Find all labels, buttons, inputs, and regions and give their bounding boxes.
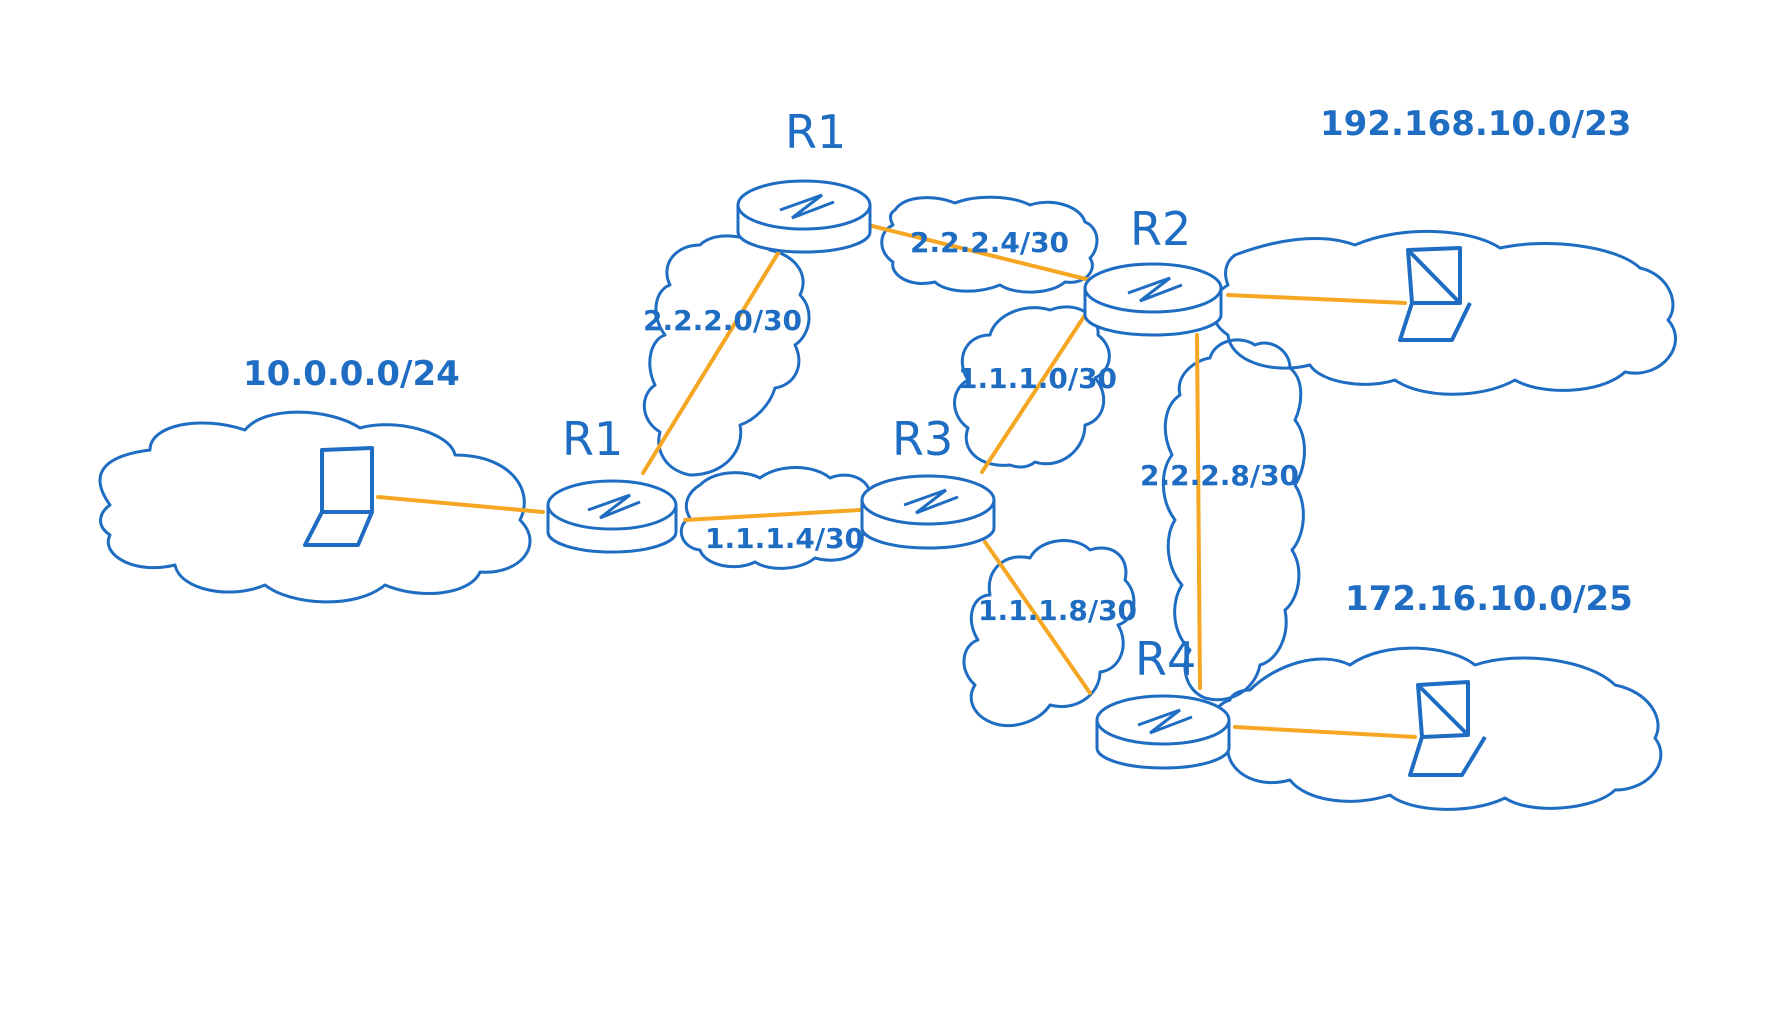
router-icon: [587, 493, 641, 520]
cloud-link-2.2.2.8: [1161, 338, 1306, 702]
router-icon: [1137, 708, 1193, 735]
router-label-r4: R4: [1135, 632, 1196, 686]
router-label-r3: R3: [892, 412, 953, 466]
link-r2-laptop-top: [1226, 293, 1407, 305]
link-r1top-r2: [866, 223, 1092, 282]
laptop-icon-top-right[interactable]: [1398, 246, 1472, 342]
router-r2[interactable]: [1083, 262, 1223, 337]
router-icon: [1127, 276, 1183, 303]
cloud-link-1.1.1.0: [953, 305, 1111, 469]
router-label-r2: R2: [1130, 202, 1191, 256]
link-r1-r1top: [641, 248, 782, 475]
link-r2-r4: [1195, 333, 1202, 690]
link-label-1.1.1.4: 1.1.1.4/30: [705, 522, 864, 555]
cloud-link-1.1.1.8: [962, 539, 1136, 728]
cloud-lan-bottom-right: [1211, 646, 1663, 811]
router-r1-left[interactable]: [546, 479, 678, 554]
cloud-lan-top-right: [1211, 229, 1677, 396]
network-label-lan-top-right: 192.168.10.0/23: [1320, 104, 1631, 144]
router-label-r1-left: R1: [562, 412, 623, 466]
laptop-icon-left[interactable]: [303, 446, 374, 547]
network-label-lan-left: 10.0.0.0/24: [243, 354, 460, 394]
link-r1-r3: [683, 508, 862, 522]
laptop-icon-bottom-right[interactable]: [1408, 680, 1487, 777]
link-label-1.1.1.0: 1.1.1.0/30: [958, 362, 1117, 395]
link-label-2.2.2.8: 2.2.2.8/30: [1140, 459, 1299, 492]
router-label-r1-top: R1: [785, 105, 846, 159]
cloud-link-2.2.2.4: [880, 195, 1099, 294]
router-r3[interactable]: [860, 474, 996, 550]
cloud-lan-left: [98, 410, 532, 604]
link-label-1.1.1.8: 1.1.1.8/30: [978, 594, 1137, 627]
cloud-link-1.1.1.4: [679, 466, 881, 570]
link-label-2.2.2.0: 2.2.2.0/30: [643, 304, 802, 337]
link-laptop-left-r1: [376, 495, 545, 514]
router-r4[interactable]: [1095, 694, 1231, 770]
router-r1-top[interactable]: [736, 179, 872, 254]
link-label-2.2.2.4: 2.2.2.4/30: [910, 226, 1069, 259]
link-r3-r4: [983, 540, 1092, 695]
link-r3-r2: [980, 313, 1087, 474]
cloud-link-2.2.2.0: [642, 234, 811, 477]
router-icon: [903, 488, 959, 515]
link-r4-laptop-bottom: [1233, 725, 1417, 739]
router-icon: [779, 193, 835, 220]
network-label-lan-bottom-right: 172.16.10.0/25: [1345, 579, 1633, 619]
